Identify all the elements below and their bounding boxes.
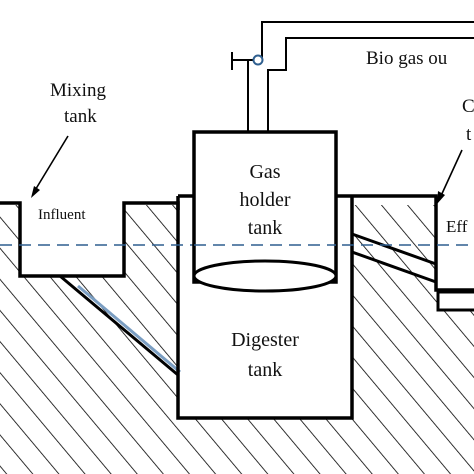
mixing-tank-label-line1: Mixing [50, 80, 106, 101]
digester-label-line2: tank [248, 359, 282, 381]
effluent-pipe-stub [436, 290, 474, 312]
outlet-pipe-lower [351, 250, 437, 284]
effluent-label: Eff [446, 217, 468, 236]
mixing-tank-label-line2: tank [64, 106, 97, 127]
biogas-outlet-label: Bio gas ou [366, 48, 448, 69]
mixing-tank-arrowhead [31, 186, 40, 198]
influent-label: Influent [38, 207, 86, 223]
right-callout-line1: C [462, 96, 474, 117]
inlet-pipe-upper [59, 274, 179, 377]
gas-holder-label-line3: tank [248, 217, 282, 239]
outlet-pipe-upper [351, 232, 437, 266]
effluent-arrow [439, 149, 463, 199]
right-callout-line2: t [466, 124, 472, 145]
digester-label-line1: Digester [231, 329, 299, 351]
gas-holder-tank [192, 130, 338, 293]
outlet-chamber-wall [352, 194, 474, 292]
effluent-arrowhead [437, 191, 445, 204]
digester-tank-wall [176, 196, 354, 420]
gas-holder-label-line1: Gas [249, 161, 280, 183]
mixing-tank-arrow [33, 135, 69, 193]
biogas-outlet-pipe [247, 21, 474, 132]
gas-valve-icon [231, 52, 264, 70]
gas-holder-label-line2: holder [239, 189, 290, 211]
gas-holder-bottom-ellipse [192, 259, 338, 293]
inlet-pipe-lower [77, 284, 181, 374]
